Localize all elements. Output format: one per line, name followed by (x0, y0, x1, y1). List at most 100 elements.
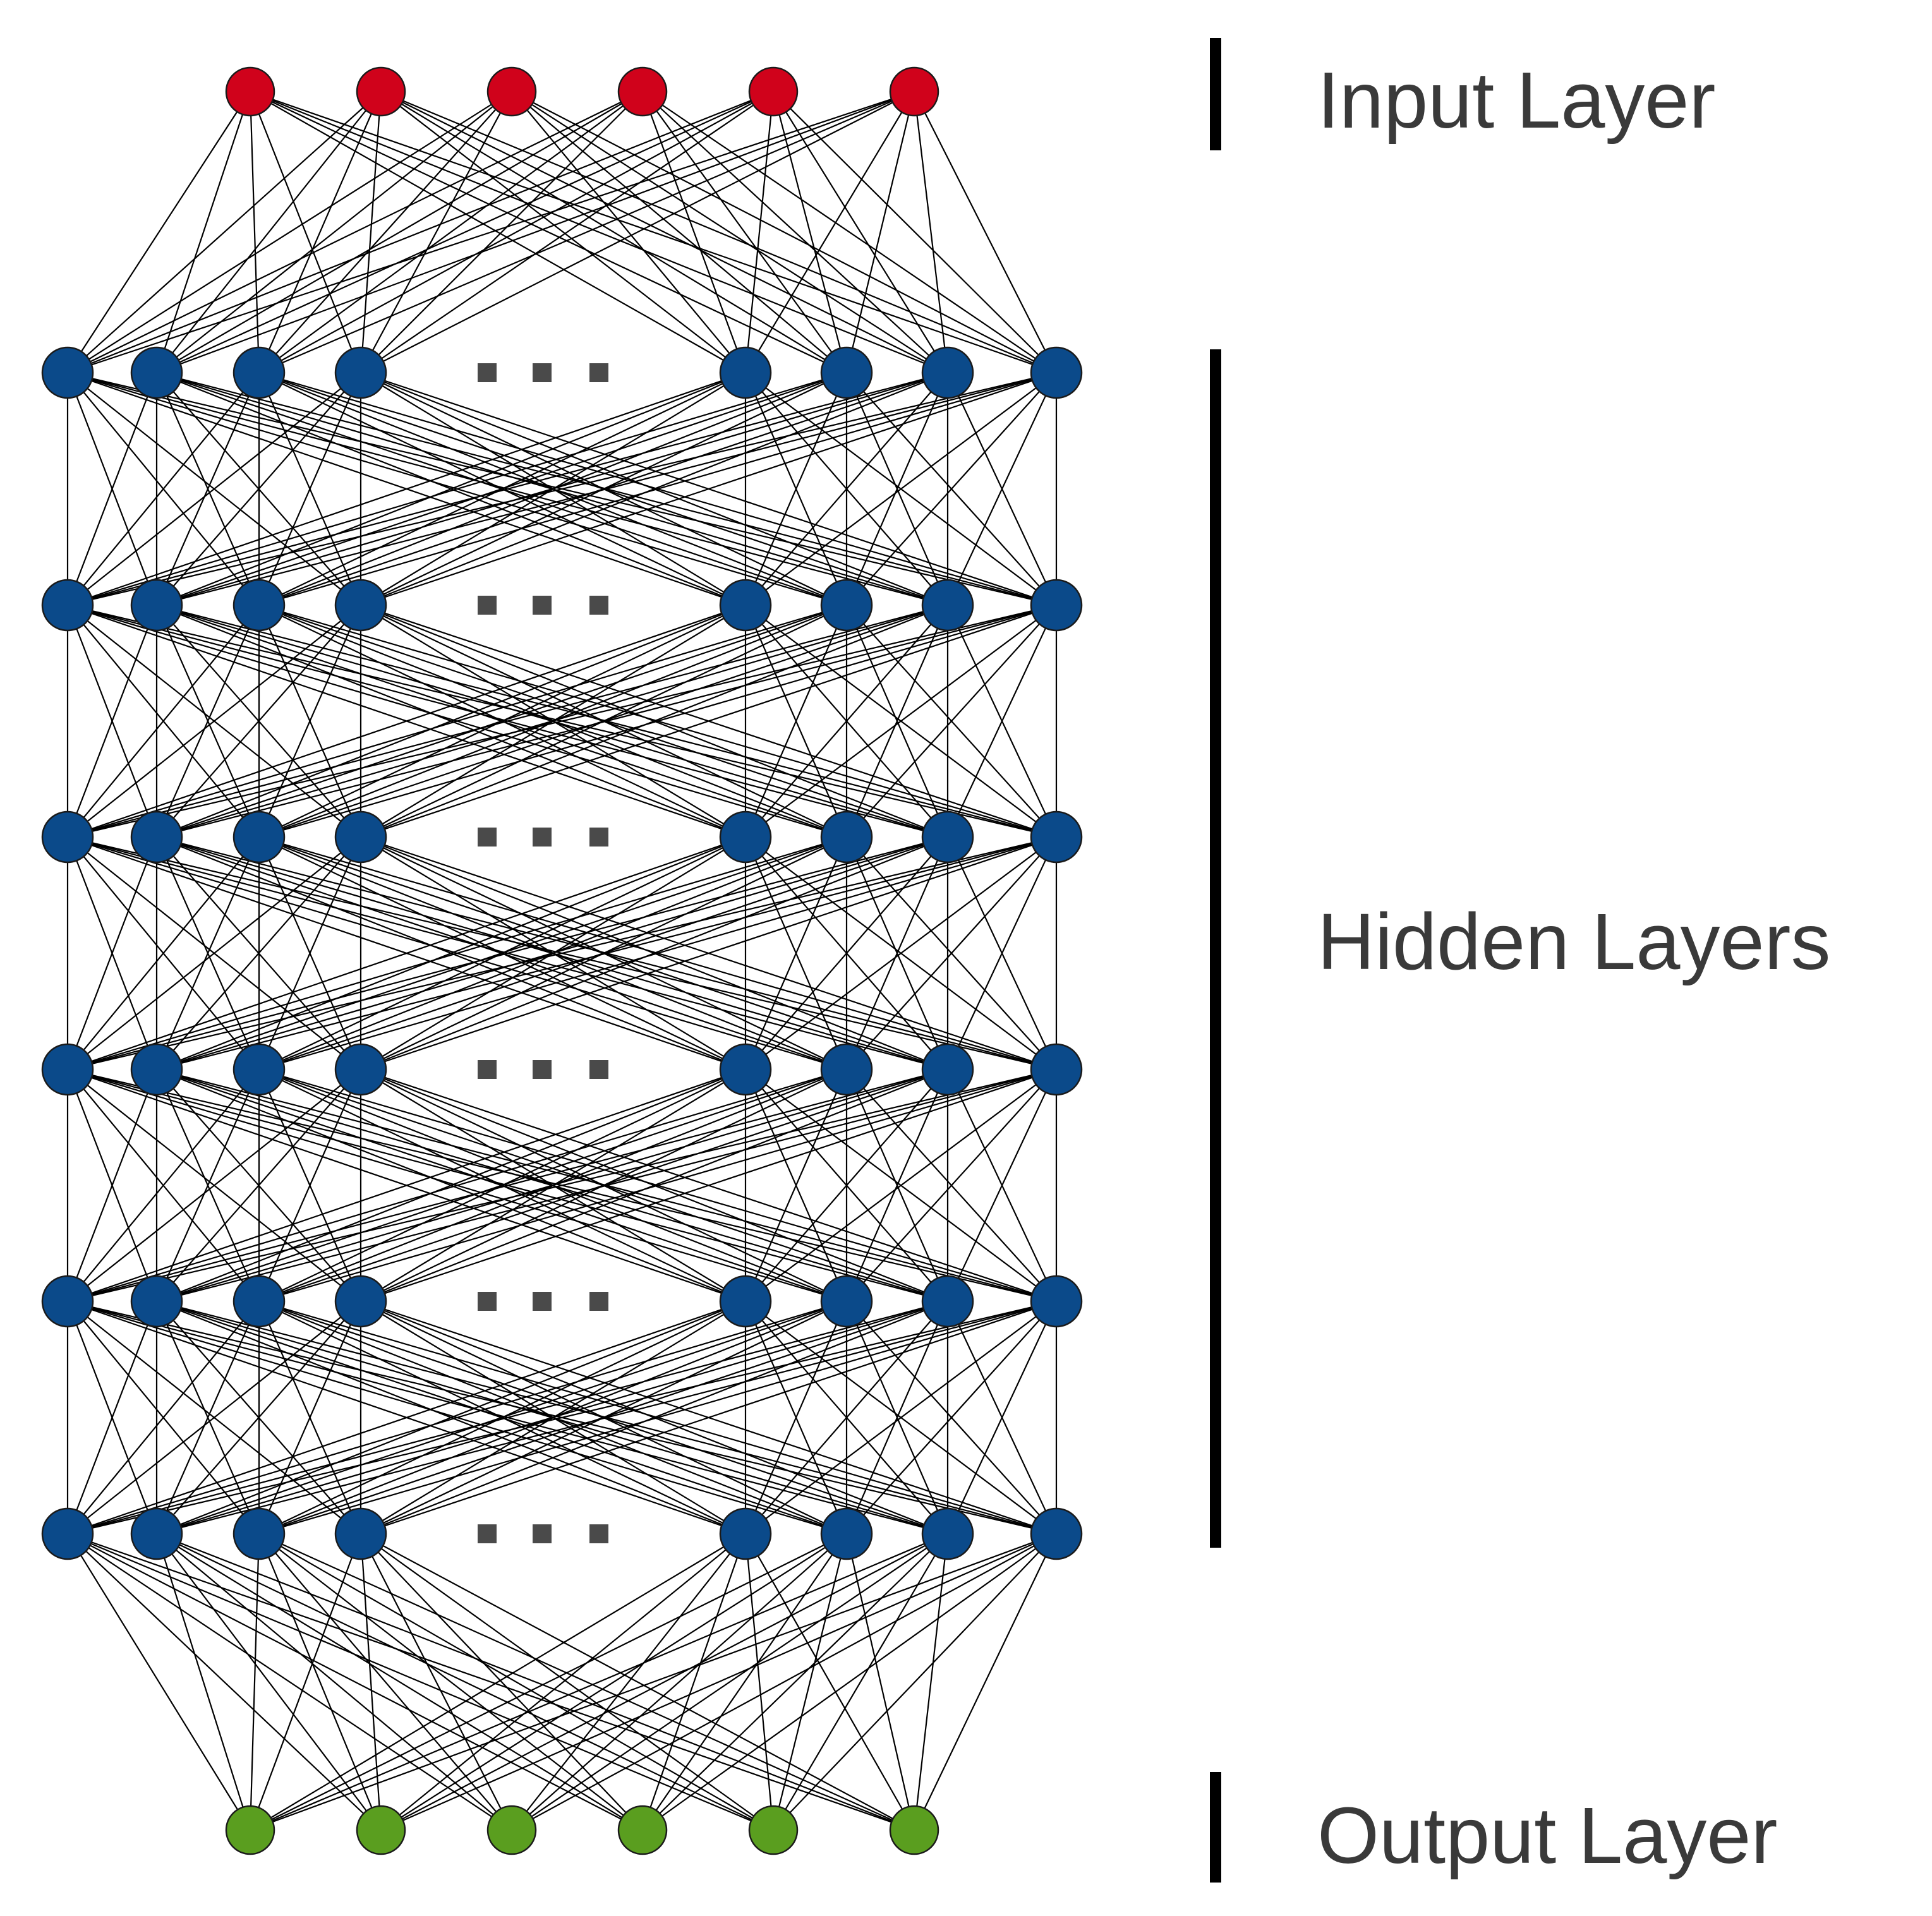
connection-edge (846, 1301, 1057, 1534)
connection-edge (67, 604, 948, 838)
connection-edge (156, 1533, 774, 1831)
connection-edge (642, 1533, 847, 1831)
hidden-node (232, 810, 286, 864)
connection-edge (156, 371, 948, 606)
connection-edge (380, 1533, 948, 1831)
output-node (617, 1805, 668, 1855)
connection-edge (67, 91, 382, 373)
connection-edge (258, 372, 362, 606)
connection-edge (360, 1533, 774, 1831)
connection-edge (156, 90, 774, 374)
hidden-node (719, 346, 772, 399)
connection-edge (250, 1533, 948, 1831)
connection-edge (67, 836, 260, 1070)
connection-edge (745, 1301, 948, 1534)
connection-edge (250, 90, 948, 374)
connection-edge (846, 372, 1057, 606)
connection-edge (250, 1533, 1057, 1831)
connection-edge (67, 371, 746, 606)
connection-edge (155, 605, 260, 838)
output-layer-label: Output Layer (1317, 1791, 1778, 1880)
connection-edge (156, 836, 361, 1070)
connection-edge (258, 91, 643, 373)
input-node (748, 66, 799, 117)
connection-edge (258, 91, 512, 373)
connection-edge (67, 1533, 915, 1831)
connection-edge (66, 1069, 158, 1302)
connection-edge (258, 1069, 362, 1302)
connection-edge (744, 605, 848, 838)
connection-edge (156, 836, 948, 1071)
connection-edge (156, 605, 361, 838)
connection-edge (380, 1533, 746, 1831)
connection-edge (67, 836, 948, 1071)
connection-edge (258, 1533, 382, 1831)
connection-edge (258, 1533, 774, 1831)
hidden-node (820, 1507, 873, 1560)
connection-edge (67, 1300, 847, 1535)
connection-edge (745, 1069, 948, 1302)
hidden-node (820, 1275, 873, 1328)
ellipsis-dot (478, 828, 497, 847)
connection-edge (947, 1069, 1057, 1302)
connection-edge (360, 91, 643, 373)
network-nodes (41, 66, 1083, 1855)
connection-edge (156, 91, 512, 373)
connection-edge (745, 372, 1057, 606)
connection-edge (845, 1533, 915, 1831)
hidden-node (41, 1507, 94, 1560)
connection-edge (67, 91, 512, 373)
hidden-node (719, 1507, 772, 1560)
connection-edge (511, 91, 847, 373)
ellipsis-dot (533, 828, 552, 847)
connection-edge (642, 91, 847, 373)
connection-edge (845, 1301, 949, 1534)
connection-edge (156, 1301, 361, 1534)
connection-edge (156, 1533, 512, 1831)
connection-edge (250, 90, 1057, 374)
hidden-node (232, 1507, 286, 1560)
connection-edge (67, 90, 915, 374)
connection-edge (360, 1300, 1057, 1535)
connection-edge (258, 836, 362, 1070)
hidden-node (820, 346, 873, 399)
connection-edge (845, 91, 915, 373)
connection-edge (745, 1533, 915, 1831)
connection-edge (258, 836, 1057, 1071)
connection-edge (67, 1300, 948, 1535)
connection-edge (156, 371, 746, 606)
hidden-node (334, 810, 387, 864)
connection-edge (258, 1301, 362, 1534)
hidden-node (130, 579, 183, 632)
connection-edge (249, 91, 362, 373)
connection-edge (511, 1533, 746, 1831)
hidden-node (130, 1043, 183, 1096)
ellipsis-dot (589, 828, 608, 847)
input-layer-bracket (1210, 38, 1221, 150)
connection-edge (67, 371, 948, 606)
hidden-node (921, 810, 974, 864)
hidden-node (820, 1043, 873, 1096)
connection-edge (67, 1533, 774, 1831)
connection-edge (67, 836, 1057, 1071)
connection-edge (914, 91, 1057, 373)
hidden-node (41, 1275, 94, 1328)
connection-edge (66, 1301, 158, 1534)
connection-edge (745, 1069, 1057, 1302)
hidden-node (334, 346, 387, 399)
hidden-node (130, 1507, 183, 1560)
connection-edge (67, 604, 847, 838)
hidden-node (719, 1043, 772, 1096)
connection-edge (744, 1533, 775, 1831)
connection-edge (250, 91, 746, 373)
connection-edge (360, 1533, 643, 1831)
connection-edge (250, 1533, 746, 1831)
hidden-layers-bracket (1210, 349, 1221, 1548)
connection-edge (156, 1533, 382, 1831)
connection-edge (511, 91, 948, 373)
connection-edge (744, 372, 848, 606)
connection-edge (845, 372, 949, 606)
connection-edge (258, 91, 382, 373)
connection-edge (258, 836, 948, 1071)
